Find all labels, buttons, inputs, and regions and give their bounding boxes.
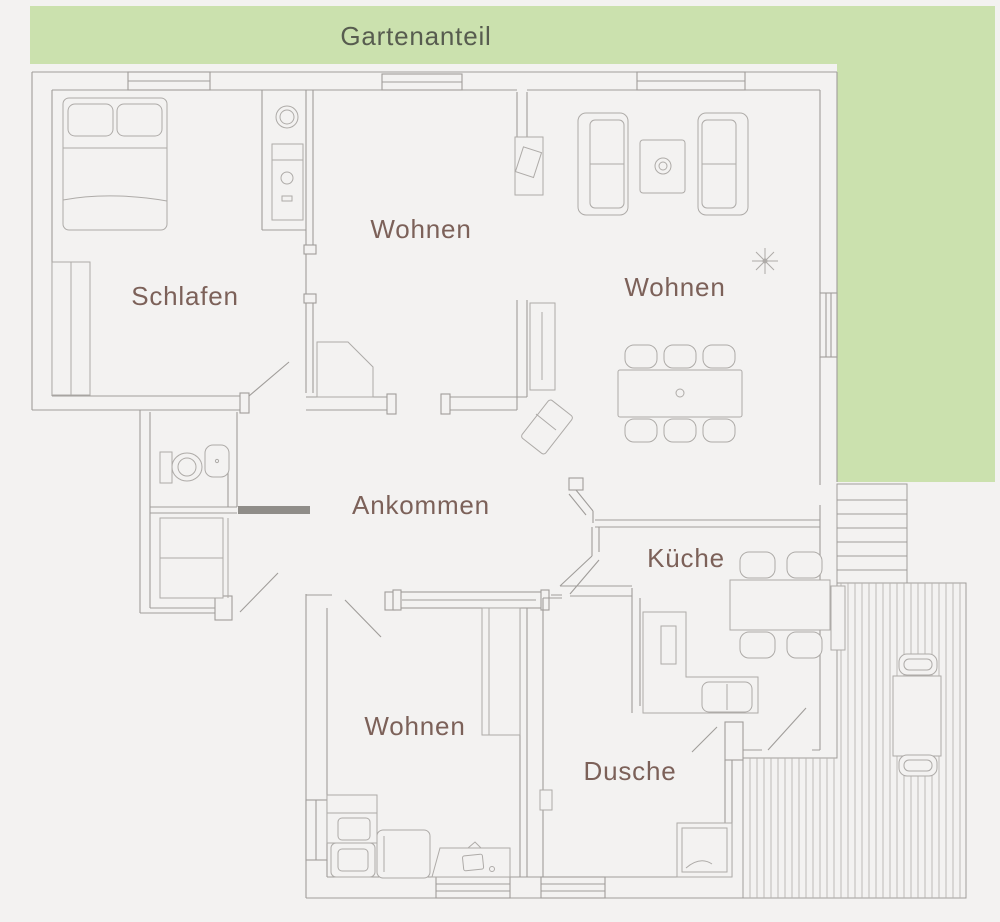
door-leaf-entrance (239, 572, 279, 613)
entrance-mat (238, 506, 310, 514)
windows (127, 71, 838, 899)
window (127, 71, 211, 91)
kitchen-table-icon (729, 551, 846, 659)
door-leaf-schlafen (248, 361, 290, 397)
dining-table-icon (617, 344, 743, 443)
plant-icon (752, 248, 778, 274)
room-label-wohnen-right: Wohnen (624, 272, 725, 302)
tv-sideboard-icon (514, 136, 544, 196)
wardrobe-wohnen-icon (481, 607, 521, 736)
room-label-dusche: Dusche (584, 756, 677, 786)
bed-icon (62, 97, 168, 231)
room-label-wohnen-bottom: Wohnen (364, 711, 465, 741)
hall-closet-icon (159, 517, 229, 599)
wardrobe-schlafen-icon (51, 261, 91, 396)
sofa-icon (577, 112, 629, 216)
doors (238, 361, 807, 753)
sofa-icon (697, 112, 749, 216)
door-leaf-wohnen-bottom (344, 599, 382, 638)
window (819, 292, 838, 358)
room-label-schlafen: Schlafen (131, 281, 239, 311)
washing-machine-icon (271, 143, 304, 221)
window (435, 876, 511, 899)
picnic-table-icon (892, 653, 942, 777)
window (540, 876, 606, 899)
corner-desk-icon (316, 341, 374, 398)
kitchen-counter-icon (642, 611, 759, 714)
room-label-wohnen-top: Wohnen (370, 214, 471, 244)
room-label-ankommen: Ankommen (352, 490, 490, 520)
terrace-deck-icon (742, 582, 967, 899)
window (305, 799, 328, 861)
reading-chair-icon (521, 399, 573, 455)
stairs-icon (836, 483, 908, 584)
window (381, 73, 463, 91)
room-label-kueche: Küche (647, 543, 725, 573)
desk-icon (431, 841, 511, 878)
toilet-icon (159, 451, 203, 484)
washbasin-icon (275, 105, 299, 129)
garden-area (30, 6, 995, 482)
coffee-table-icon (639, 139, 686, 194)
shelf-sideboard-icon (529, 302, 556, 391)
window (636, 71, 746, 91)
shower-icon (539, 789, 733, 878)
daybed-icon (326, 794, 431, 879)
garden-label: Gartenanteil (340, 21, 491, 51)
sink-icon (204, 444, 230, 478)
door-leaf-dusche (691, 726, 718, 753)
door-leaf-terrace (767, 707, 807, 751)
